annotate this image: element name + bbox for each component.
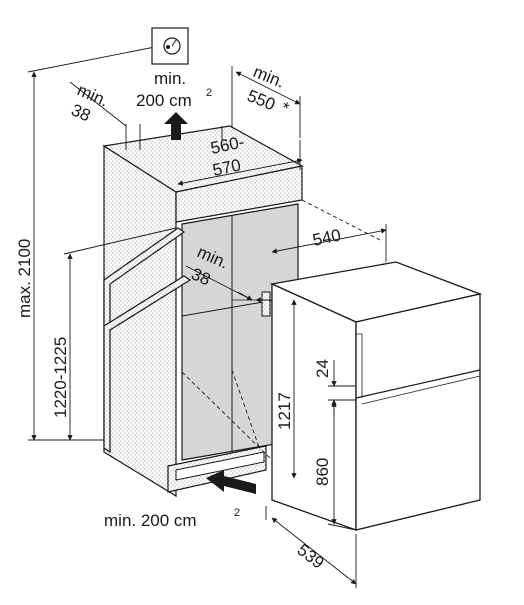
appliance-height: 1217	[275, 392, 294, 430]
dimension-lines	[27, 43, 387, 588]
circular-vent-icon	[151, 27, 189, 65]
air-in-arrow-icon	[206, 470, 256, 494]
appliance-depth: 539	[294, 540, 328, 572]
bottom-vent-opening	[175, 451, 265, 481]
vent-top-area-value: 200 cm	[136, 91, 192, 110]
lower-door-height: 860	[313, 458, 332, 486]
cabinet-niche	[102, 125, 381, 498]
appliance-unit	[261, 261, 483, 531]
top-depth-mark: *	[279, 98, 293, 118]
vent-top-area-prefix: min.	[154, 69, 186, 88]
furniture-doors	[103, 227, 192, 454]
vent-bottom-area-exp: 2	[234, 507, 240, 519]
vent-top-area-exp: 2	[206, 87, 212, 99]
appliance-width: 540	[311, 225, 343, 249]
niche-height-max: max. 2100	[15, 239, 34, 318]
air-up-arrow-icon	[164, 112, 188, 140]
side-height-range: 1220-1225	[51, 337, 70, 418]
door-gap: 24	[313, 359, 332, 378]
vent-bottom-area: min. 200 cm	[104, 511, 197, 530]
lower-furniture-door	[103, 275, 192, 454]
appliance-front	[355, 293, 481, 531]
